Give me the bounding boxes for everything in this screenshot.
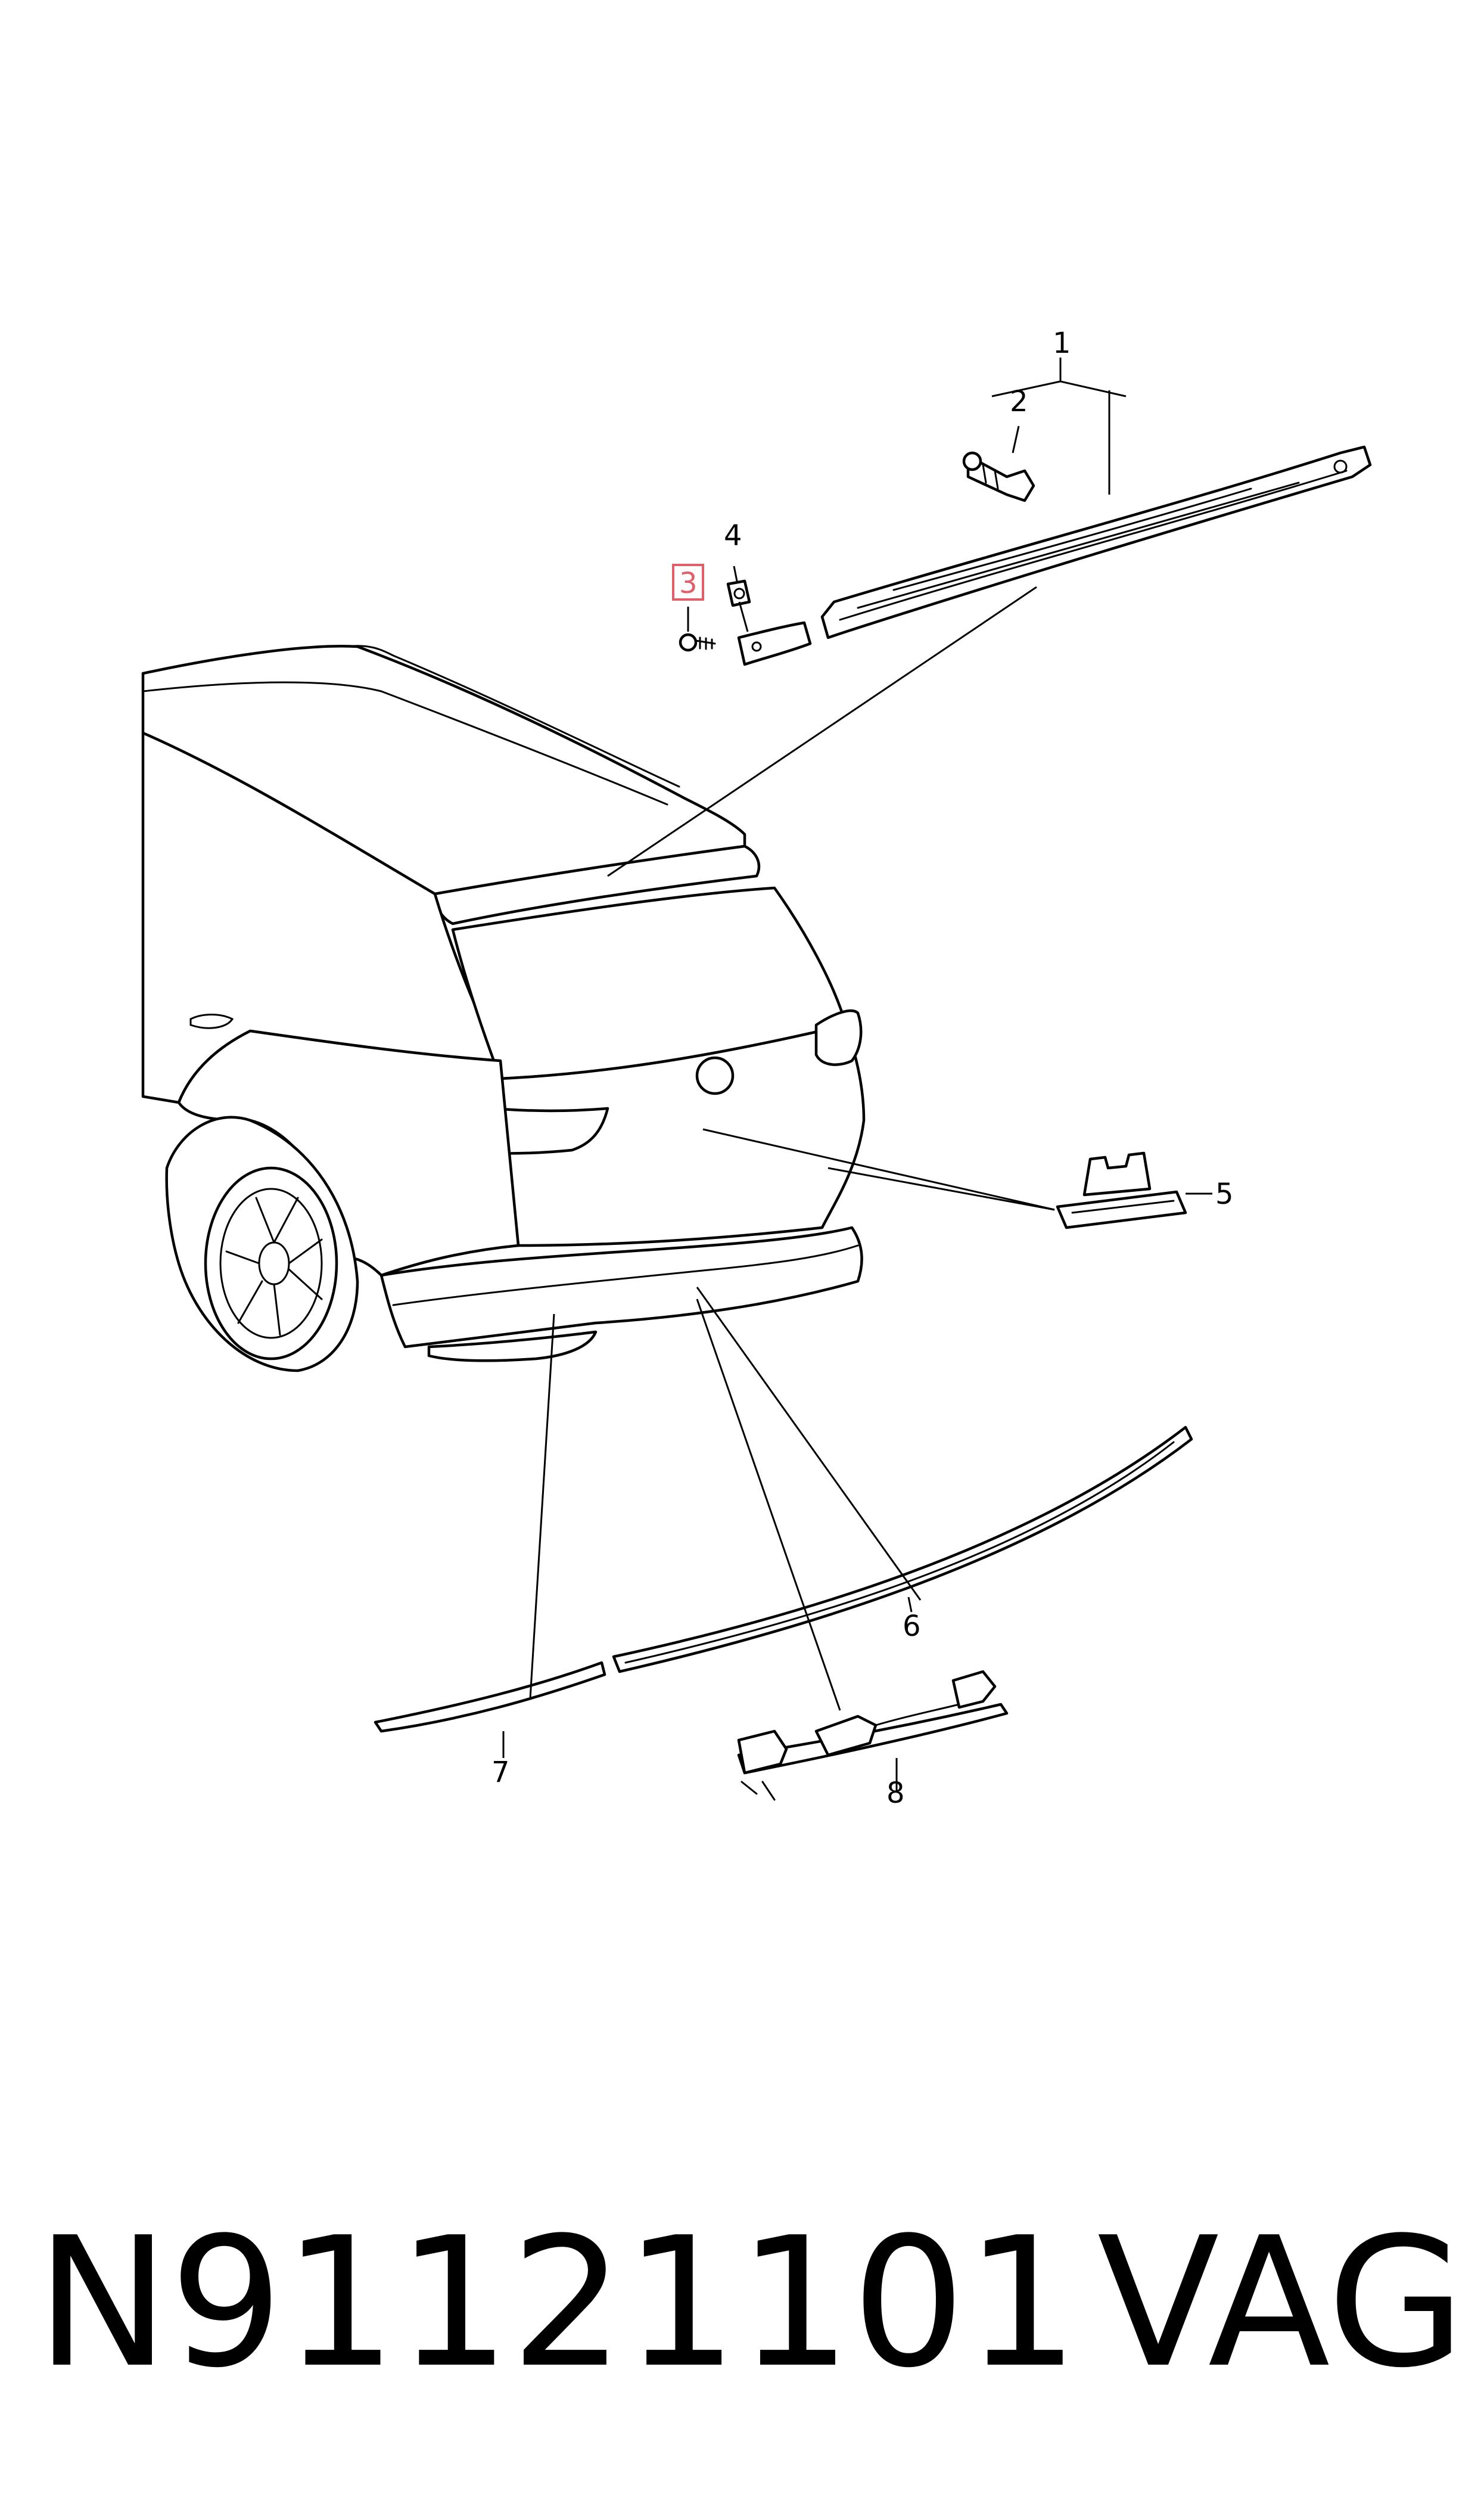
callout-7[interactable]: 7 <box>491 1756 510 1789</box>
vehicle-rear-outline <box>141 644 866 1372</box>
screw <box>679 633 716 652</box>
callout-1[interactable]: 1 <box>1053 327 1071 360</box>
side-trim-strip <box>374 1661 606 1733</box>
license-plate-light <box>1056 1151 1187 1229</box>
callout-5[interactable]: 5 <box>1215 1178 1234 1211</box>
trim-strip <box>612 1425 1193 1673</box>
callout-2[interactable]: 2 <box>1010 385 1028 418</box>
bulb-socket <box>962 451 1035 502</box>
tailgate-switch-assembly <box>737 1670 1009 1801</box>
callout-8[interactable]: 8 <box>886 1776 905 1810</box>
brand-label: VAG <box>1097 2199 1466 2407</box>
clip-nut <box>726 579 751 607</box>
high-mounted-brake-light <box>737 445 1372 666</box>
callout-4[interactable]: 4 <box>724 519 742 552</box>
part-number-footer: N91121101 VAG <box>36 2205 1466 2402</box>
part-number: N91121101 <box>36 2199 1079 2407</box>
callout-6[interactable]: 6 <box>903 1610 921 1643</box>
callout-3[interactable]: 3 <box>679 567 698 600</box>
leader-lines <box>502 358 1212 1791</box>
callout-3-highlight <box>672 564 704 601</box>
